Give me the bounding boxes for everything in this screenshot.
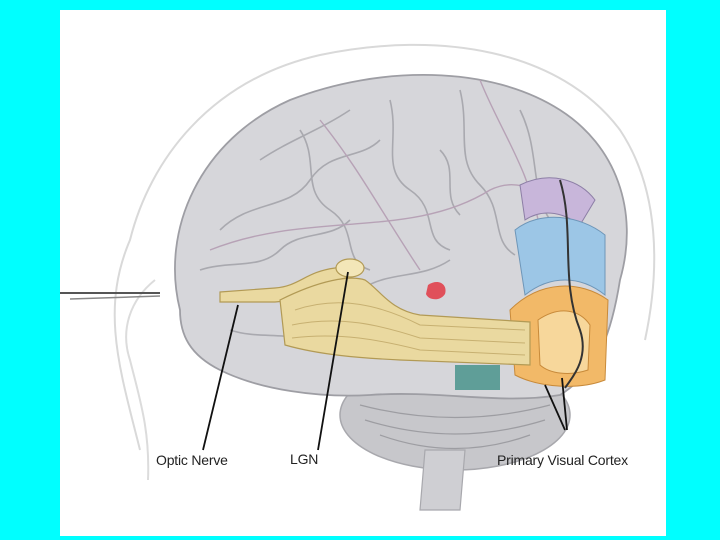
face-outline xyxy=(126,280,155,480)
optic-nerve-label: Optic Nerve xyxy=(156,452,228,468)
lgn-label: LGN xyxy=(290,451,318,467)
cortex-teal xyxy=(455,365,500,390)
red-spot xyxy=(426,282,446,299)
primary-visual-cortex-label: Primary Visual Cortex xyxy=(497,452,628,468)
brainstem xyxy=(420,450,465,510)
lgn-nucleus xyxy=(336,259,364,277)
diagram-panel: Optic Nerve LGN Primary Visual Cortex xyxy=(60,10,666,536)
